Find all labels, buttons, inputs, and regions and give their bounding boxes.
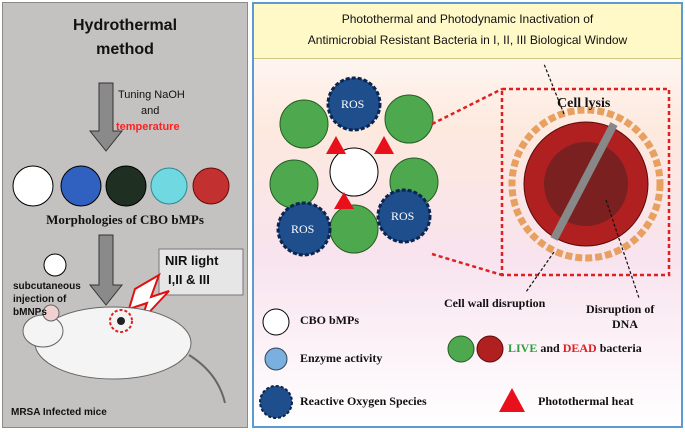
cell-wall-label: Cell wall disruption [444,296,546,310]
and-label: and [540,341,560,355]
nir-window-label: I,II & III [168,272,210,287]
ros-label: ROS [391,209,415,223]
tuning-label: Tuning NaOH [118,89,185,101]
heat-arrow-icon [334,192,354,209]
cyan-sphere-icon [150,167,188,205]
red-flower-sphere-icon [192,167,230,205]
enzyme-sphere-icon [279,99,329,149]
header-title-line1: Photothermal and Photodynamic Inactivati… [341,12,594,26]
ros-label: ROS [291,222,315,236]
enzyme-sphere-icon [269,159,319,209]
multicolor-sphere-icon [60,165,102,207]
legend-enzyme-icon [264,347,288,371]
lysis-arrow [543,63,565,115]
dark-sphere-icon [105,165,147,207]
heat-arrow-icon [326,136,346,154]
dead-label: DEAD [562,341,597,355]
dna-label-line2: DNA [612,317,638,331]
injection-label: subcutaneous [13,281,81,292]
ros-burst-icon [276,201,332,257]
dead-bacteria-icon [476,335,504,363]
live-label: LIVE [508,341,538,355]
bacteria-label: bacteria [599,341,642,355]
legend-bacteria-label: LIVE and DEAD bacteria [508,341,642,356]
injection-label-line2: injection of [13,294,67,305]
left-panel: Hydrothermal method [2,2,248,428]
enzyme-sphere-icon [329,204,379,254]
ros-label: ROS [341,97,365,111]
checker-sphere-icon [329,147,379,197]
infection-site-icon [109,309,133,333]
hydrothermal-title-line2: method [96,41,154,58]
temperature-label: temperature [116,121,180,133]
mice-label: MRSA Infected mice [11,407,107,418]
ros-burst-icon [326,76,382,132]
nir-light-label: NIR light [165,253,219,268]
tuning-and-label: and [141,105,160,117]
zoom-line [431,87,503,126]
heat-arrow-icon [374,136,394,154]
dna-label: Disruption of [586,302,655,316]
morphology-spheres [12,165,230,207]
legend-ros-icon [259,385,293,419]
left-panel-graphics [12,82,244,404]
zoom-line [431,252,503,277]
legend-checker-icon [262,308,290,336]
injection-label-line3: bMNPs [13,307,47,318]
down-arrow-icon [88,234,124,306]
legend-enzyme-label: Enzyme activity [300,351,383,365]
dna-arrow [605,199,640,299]
bacterium-cell-icon [508,106,664,262]
mouse-icon [22,304,226,404]
cell-lysis-label: Cell lysis [557,96,611,111]
right-panel: Photothermal and Photodynamic Inactivati… [252,2,683,428]
legend-ros-label: Reactive Oxygen Species [300,394,427,408]
checker-sphere-icon [12,165,54,207]
zoom-box [500,87,671,277]
nanoparticle-cluster [269,76,439,257]
nir-light-box [158,248,244,296]
header-banner [254,4,681,59]
morphologies-label: Morphologies of CBO bMPs [46,212,204,227]
wall-arrow [525,251,555,293]
hydrothermal-title: Hydrothermal [72,17,178,34]
legend-heat-label: Photothermal heat [538,394,634,408]
legend-cbo-label: CBO bMPs [300,313,360,327]
header-title-line2: Antimicrobial Resistant Bacteria in I, I… [307,33,628,47]
live-bacteria-icon [447,335,475,363]
ros-burst-icon [376,188,432,244]
right-panel-graphics [259,63,671,419]
down-arrow-icon [88,82,124,152]
photothermal-heat-icon [499,388,525,412]
enzyme-sphere-icon [384,94,434,144]
checker-sphere-small-icon [43,253,67,277]
